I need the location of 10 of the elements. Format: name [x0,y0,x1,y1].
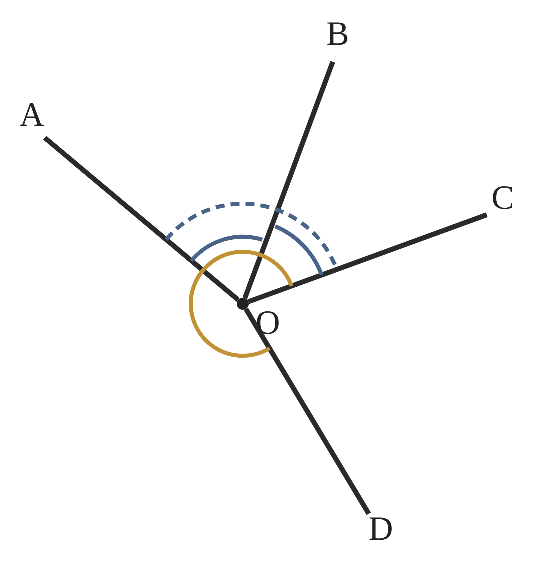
ray-line [242,61,336,300]
ray-line [244,308,372,516]
point-label: A [20,99,44,133]
point-dot [237,298,249,310]
point-label: O [256,307,280,341]
point-label: D [368,513,394,547]
point-label: C [492,182,514,216]
ray-line [43,136,240,302]
point-label: B [326,18,350,52]
ray-line [248,212,488,304]
